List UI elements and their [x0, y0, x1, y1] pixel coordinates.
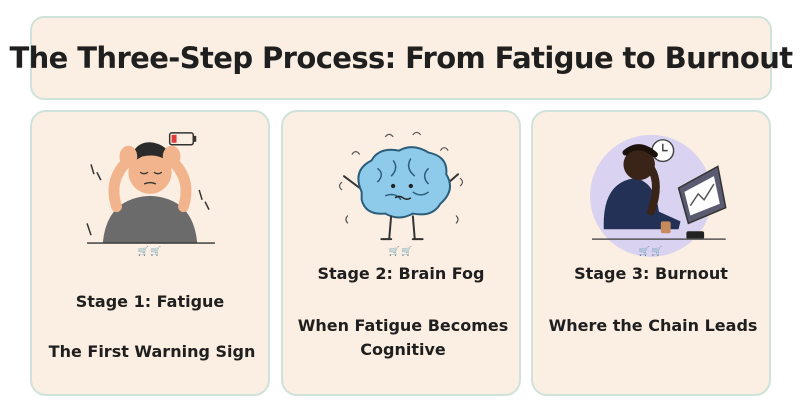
stage-description: When Fatigue Becomes Cognitive — [297, 316, 509, 359]
stage-label: Stage 1: Fatigue — [75, 292, 225, 311]
stage-card-1: 🛒🛒 Stage 1: Fatigue The First Warning Si… — [30, 110, 270, 396]
stage-card-2: 🛒🛒 Stage 2: Brain Fog When Fatigue Becom… — [281, 110, 521, 396]
foggy-brain-icon — [338, 131, 464, 241]
cart-icon: 🛒🛒 — [638, 247, 664, 257]
stage-card-3: 🛒🛒 Stage 3: Burnout Where the Chain Lead… — [531, 110, 771, 396]
page-title: The Three-Step Process: From Fatigue to … — [9, 41, 793, 75]
burnout-laptop-icon — [590, 134, 727, 257]
stage-label: Stage 2: Brain Fog — [317, 264, 485, 283]
stage-description: Where the Chain Leads — [548, 316, 758, 335]
stage-label: Stage 3: Burnout — [574, 264, 728, 283]
cart-icon: 🛒🛒 — [388, 247, 414, 257]
cart-icon: 🛒🛒 — [137, 247, 163, 257]
title-banner: The Three-Step Process: From Fatigue to … — [9, 16, 793, 100]
tired-person-icon — [86, 132, 215, 244]
stage-description: The First Warning Sign — [48, 342, 256, 361]
